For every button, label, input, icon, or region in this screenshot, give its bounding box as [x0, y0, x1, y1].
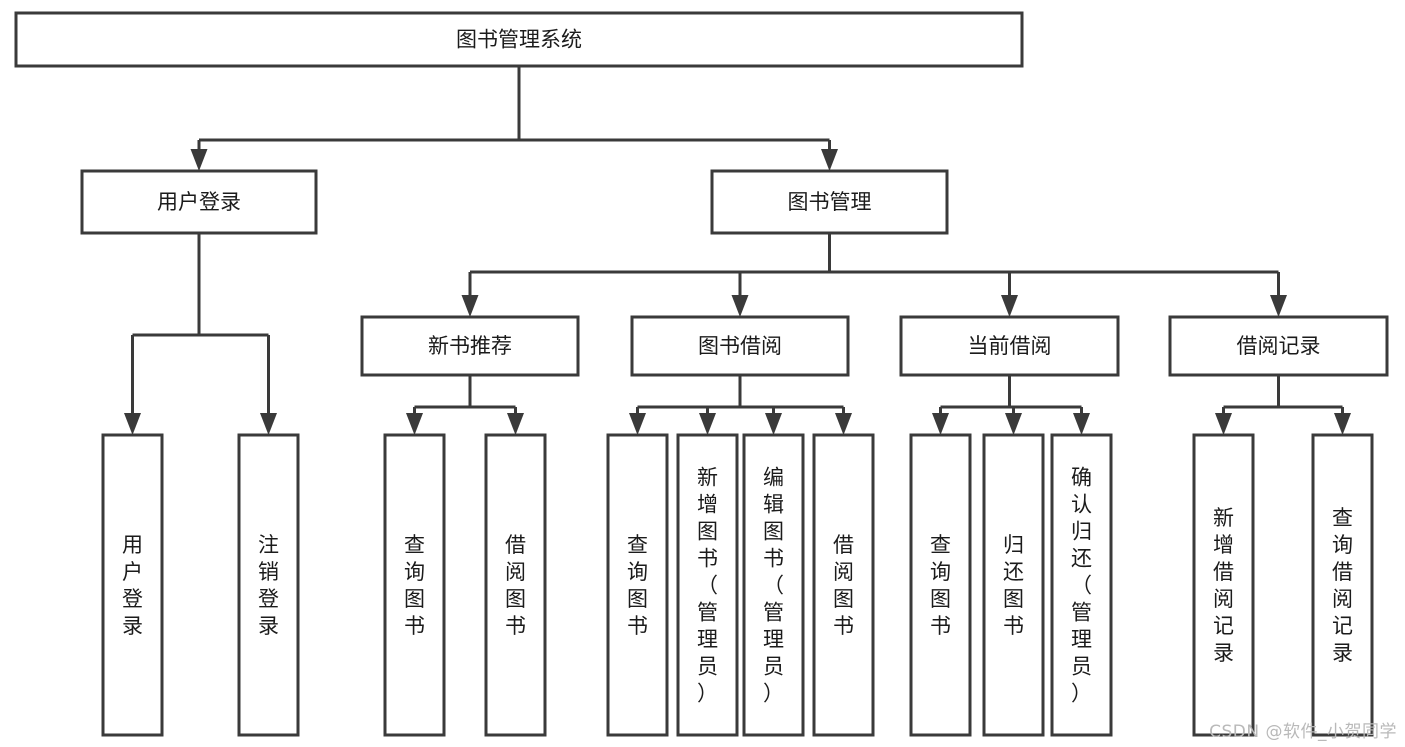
node-book-manage[interactable]: 图书管理 — [710, 169, 949, 235]
node-label: 新增借阅记录 — [1213, 506, 1234, 665]
node-borrow-record[interactable]: 借阅记录 — [1168, 315, 1389, 377]
arrow-head-icon — [507, 413, 524, 435]
arrow-head-icon — [1001, 295, 1018, 317]
node-leaf-query-book-2[interactable]: 查询图书 — [606, 433, 669, 737]
node-box — [80, 169, 318, 235]
node-label: 用户登录 — [157, 190, 241, 214]
node-leaf-query-record[interactable]: 查询借阅记录 — [1311, 433, 1374, 737]
node-box — [982, 433, 1045, 737]
node-new-book-rec[interactable]: 新书推荐 — [360, 315, 580, 377]
node-box — [812, 433, 875, 737]
node-label: 借阅图书 — [833, 533, 854, 638]
node-label: 新增图书（管理员） — [697, 466, 718, 706]
node-box — [1168, 315, 1389, 377]
node-box — [1192, 433, 1255, 737]
node-root[interactable]: 图书管理系统 — [14, 11, 1024, 68]
node-box — [742, 433, 805, 737]
node-leaf-add-record[interactable]: 新增借阅记录 — [1192, 433, 1255, 737]
arrow-head-icon — [124, 413, 141, 435]
node-leaf-logout[interactable]: 注销登录 — [237, 433, 300, 737]
node-label: 当前借阅 — [968, 334, 1052, 358]
node-leaf-query-book-1[interactable]: 查询图书 — [383, 433, 446, 737]
node-label: 查询借阅记录 — [1332, 506, 1353, 665]
arrow-head-icon — [1270, 295, 1287, 317]
node-box — [383, 433, 446, 737]
arrow-head-icon — [1215, 413, 1232, 435]
arrow-head-icon — [190, 149, 208, 171]
node-book-borrow[interactable]: 图书借阅 — [630, 315, 850, 377]
arrow-head-icon — [932, 413, 949, 435]
node-box — [101, 433, 164, 737]
node-label: 新书推荐 — [428, 334, 512, 358]
arrow-head-icon — [1005, 413, 1022, 435]
arrow-head-icon — [821, 149, 838, 171]
edge-layer — [124, 66, 1351, 435]
arrow-head-icon — [629, 413, 646, 435]
node-user-login[interactable]: 用户登录 — [80, 169, 318, 235]
node-box — [710, 169, 949, 235]
arrow-head-icon — [406, 413, 423, 435]
node-leaf-return-book[interactable]: 归还图书 — [982, 433, 1045, 737]
node-box — [360, 315, 580, 377]
arrow-head-icon — [699, 413, 716, 435]
arrow-head-icon — [461, 295, 479, 317]
node-label: 借阅记录 — [1237, 334, 1321, 358]
node-leaf-confirm-return[interactable]: 确认归还（管理员） — [1050, 433, 1113, 737]
node-label: 图书管理 — [788, 190, 872, 214]
node-label: 编辑图书（管理员） — [763, 466, 784, 706]
csdn-watermark: CSDN @软件_小贺同学 — [1209, 722, 1397, 742]
node-label: 图书管理系统 — [456, 28, 582, 52]
node-current-borrow[interactable]: 当前借阅 — [899, 315, 1120, 377]
node-label: 用户登录 — [122, 533, 143, 638]
node-box — [676, 433, 739, 737]
node-box — [899, 315, 1120, 377]
arrow-head-icon — [765, 413, 782, 435]
node-label: 确认归还（管理员） — [1071, 466, 1092, 706]
arrow-head-icon — [260, 413, 277, 435]
node-box — [1050, 433, 1113, 737]
node-label: 图书借阅 — [698, 334, 782, 358]
node-box — [237, 433, 300, 737]
node-leaf-borrow-book-2[interactable]: 借阅图书 — [812, 433, 875, 737]
node-layer: 图书管理系统用户登录图书管理新书推荐图书借阅当前借阅借阅记录用户登录注销登录查询… — [14, 11, 1389, 737]
node-label: 注销登录 — [258, 533, 279, 638]
node-box — [630, 315, 850, 377]
arrow-head-icon — [1334, 413, 1351, 435]
node-leaf-user-login[interactable]: 用户登录 — [101, 433, 164, 737]
node-box — [484, 433, 547, 737]
node-box — [909, 433, 972, 737]
node-label: 归还图书 — [1003, 533, 1024, 638]
node-label: 查询图书 — [930, 533, 951, 638]
node-leaf-add-book[interactable]: 新增图书（管理员） — [676, 433, 739, 737]
node-label: 查询图书 — [627, 533, 648, 638]
arrow-head-icon — [835, 413, 852, 435]
node-leaf-borrow-book-1[interactable]: 借阅图书 — [484, 433, 547, 737]
arrow-head-icon — [731, 295, 749, 317]
node-label: 借阅图书 — [505, 533, 526, 638]
node-label: 查询图书 — [404, 533, 425, 638]
node-box — [1311, 433, 1374, 737]
node-leaf-edit-book[interactable]: 编辑图书（管理员） — [742, 433, 805, 737]
node-box — [14, 11, 1024, 68]
node-leaf-query-book-3[interactable]: 查询图书 — [909, 433, 972, 737]
node-box — [606, 433, 669, 737]
arrow-head-icon — [1073, 413, 1090, 435]
